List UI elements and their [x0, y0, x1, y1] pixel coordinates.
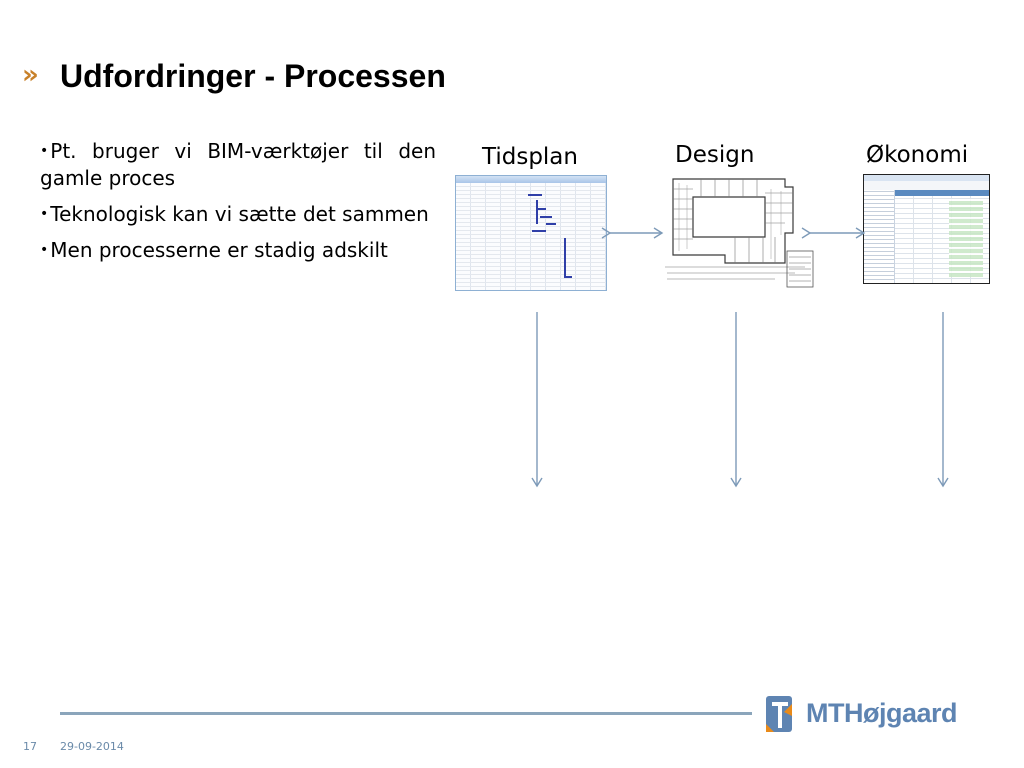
- gantt-bar: [528, 194, 542, 196]
- column-label-okonomi: Økonomi: [866, 142, 969, 168]
- title-chevron-icon: »: [22, 60, 39, 90]
- highlighted-cells: [949, 199, 983, 277]
- bullet-item: •Pt. bruger vi BIM-værktøjer til den gam…: [40, 138, 436, 192]
- gantt-bar: [536, 208, 546, 210]
- gantt-bar: [564, 238, 566, 278]
- cost-spreadsheet-thumbnail: [863, 174, 990, 284]
- gantt-bar: [566, 276, 572, 278]
- bullet-text: Teknologisk kan vi sætte det sammen: [50, 202, 429, 226]
- bullet-item: •Men processerne er stadig adskilt: [40, 237, 436, 264]
- page-number: 17: [23, 740, 37, 753]
- bullet-item: •Teknologisk kan vi sætte det sammen: [40, 201, 436, 228]
- slide-title: Udfordringer - Processen: [60, 58, 446, 94]
- gantt-chart-thumbnail: [455, 175, 607, 291]
- floor-plan-thumbnail: [665, 175, 816, 291]
- bullet-marker: •: [40, 242, 49, 258]
- column-label-design: Design: [675, 142, 755, 168]
- footer-divider: [60, 712, 752, 715]
- tree-panel: [864, 190, 895, 283]
- bullet-marker: •: [40, 143, 49, 159]
- column-label-tidsplan: Tidsplan: [482, 144, 578, 170]
- bullet-text: Men processerne er stadig adskilt: [50, 238, 388, 262]
- gantt-bar: [536, 200, 538, 224]
- bullet-list: •Pt. bruger vi BIM-værktøjer til den gam…: [40, 138, 436, 273]
- window-titlebar: [864, 175, 989, 181]
- gantt-bar: [532, 230, 546, 232]
- bullet-marker: •: [40, 206, 49, 222]
- gantt-bar: [546, 223, 556, 225]
- bullet-text: Pt. bruger vi BIM-værktøjer til den gaml…: [40, 139, 436, 190]
- company-logo: MTHøjgaard: [764, 694, 980, 738]
- logo-wordmark: MTHøjgaard: [806, 698, 958, 728]
- floor-plan-drawing: [665, 175, 816, 291]
- gantt-grid: [456, 183, 606, 290]
- toolbar-band: [456, 176, 606, 183]
- spreadsheet-header: [895, 190, 989, 196]
- slide-date: 29-09-2014: [60, 740, 124, 753]
- gantt-bar: [540, 216, 552, 218]
- mth-logo-mark-icon: [766, 696, 792, 732]
